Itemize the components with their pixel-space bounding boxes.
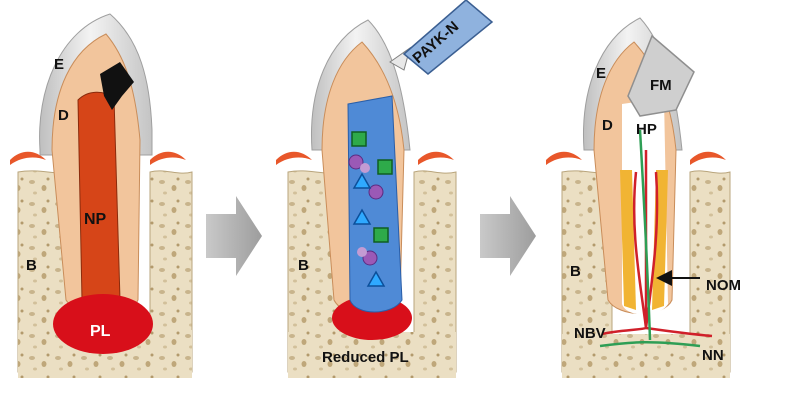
process-arrow-1 <box>206 196 262 276</box>
label-d: D <box>58 107 69 124</box>
stem-cell <box>360 163 370 173</box>
growth-factor-square <box>373 227 389 243</box>
necrotic-pulp <box>77 91 121 313</box>
scaffold-canal <box>347 95 403 313</box>
scaffold-triangle <box>352 172 372 189</box>
label-e: E <box>596 65 606 82</box>
gum-left <box>276 151 312 165</box>
panel-3-regenerated-tooth: E FM D HP B NOM NBV NN <box>546 17 741 378</box>
stem-cell <box>362 250 378 266</box>
label-nn: NN <box>702 347 724 364</box>
growth-factor-square <box>377 159 393 175</box>
gum-right <box>690 151 726 165</box>
bone-base <box>18 330 192 378</box>
label-nbv: NBV <box>574 325 606 342</box>
stem-cell <box>357 247 367 257</box>
growth-factor-square <box>351 131 367 147</box>
label-np: NP <box>84 211 107 228</box>
gum-left <box>10 151 46 165</box>
label-d: D <box>602 117 613 134</box>
periapical-lesion <box>53 294 153 354</box>
syringe: PAYK-N <box>389 0 494 75</box>
caries <box>100 62 134 110</box>
gum-right <box>418 151 454 165</box>
gum-left <box>546 151 582 165</box>
filling-material <box>627 34 695 117</box>
label-hp: HP <box>636 121 657 138</box>
scaffold-triangle <box>352 208 372 225</box>
bone-base <box>288 332 456 378</box>
label-fm: FM <box>650 77 672 94</box>
label-e: E <box>54 56 64 73</box>
label-b: B <box>26 257 37 274</box>
panel-1-infected-tooth: E D NP B PL <box>10 13 193 378</box>
scaffold-triangle <box>366 270 386 287</box>
label-pl: PL <box>90 323 111 340</box>
label-reduced-pl: Reduced PL <box>322 349 409 366</box>
nerve-fiber <box>599 129 701 348</box>
blood-vessel <box>601 150 713 338</box>
odontoblast-layer-left <box>620 170 636 310</box>
gum-right <box>150 151 186 165</box>
panel-2-scaffold-injection: PAYK-N B Reduced PL <box>276 0 494 378</box>
stem-cell <box>368 184 384 200</box>
label-b: B <box>570 263 581 280</box>
stem-cell <box>348 154 364 170</box>
process-arrow-2 <box>480 196 536 276</box>
label-nom: NOM <box>706 277 741 294</box>
label-b: B <box>298 257 309 274</box>
